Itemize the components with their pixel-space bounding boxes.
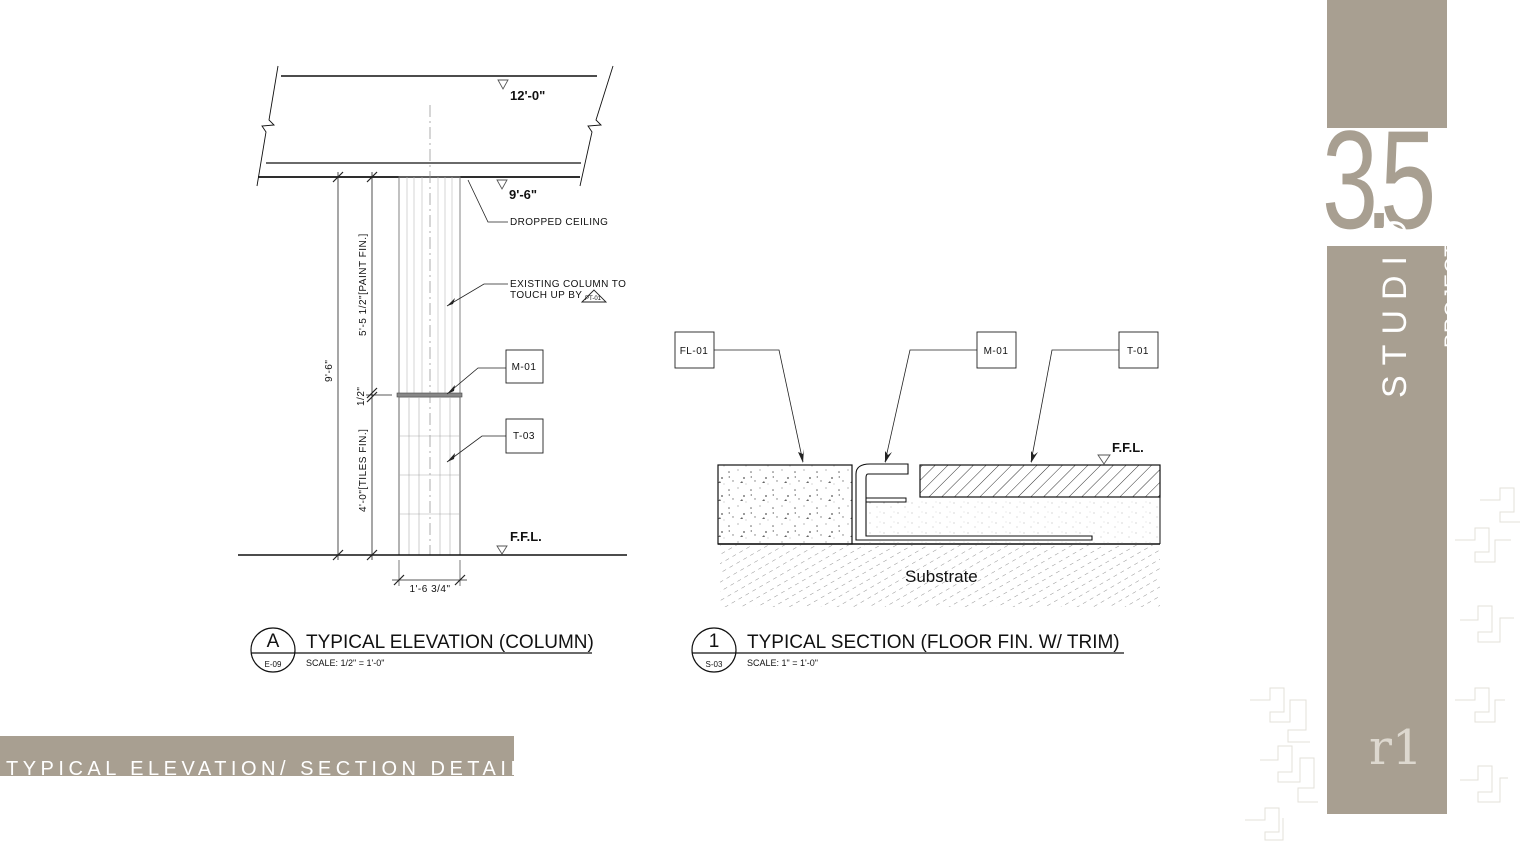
title-section: TYPICAL SECTION (FLOOR FIN. W/ TRIM) xyxy=(747,632,1120,653)
substrate-label: Substrate xyxy=(905,567,978,586)
dim-tick-total-bottom xyxy=(332,549,344,561)
finish-left-speckled xyxy=(717,464,853,545)
note-column-line1: EXISTING COLUMN TO xyxy=(510,279,626,290)
level-top-label: 12'-0" xyxy=(510,88,545,103)
tag-box-fl01 xyxy=(674,331,715,369)
note-column-line2: TOUCH UP BY xyxy=(510,290,582,301)
substrate-hatch xyxy=(720,545,1160,607)
dim-upper: 5'-5 1/2"[PAINT FIN.] xyxy=(358,233,369,336)
banner-text: TYPICAL ELEVATION/ SECTION DETAIL xyxy=(6,758,516,780)
column-tile-grid xyxy=(399,397,460,555)
column-upper-painted xyxy=(398,176,461,396)
leader-column xyxy=(446,283,508,307)
brand-sidebar-gap xyxy=(1327,128,1447,246)
scale-section: SCALE: 1" = 1'-0" xyxy=(747,658,818,668)
tag-m01-section: M-01 xyxy=(984,346,1009,357)
leader-tag-m01-arrow xyxy=(447,385,455,394)
tile-hatched xyxy=(919,464,1161,498)
level-ceiling-label: 9'-6" xyxy=(509,187,537,202)
leader-m01-section-arrow xyxy=(885,451,892,463)
metal-trim-inner xyxy=(866,497,907,503)
leader-column-arrow xyxy=(447,298,455,306)
dim-tick-width-right xyxy=(454,574,466,586)
banner-band xyxy=(0,736,514,776)
metal-trim-profile xyxy=(855,463,1093,541)
title-bubble-elevation xyxy=(250,627,296,673)
scale-elevation: SCALE: 1/2" = 1'-0" xyxy=(306,658,384,668)
title-sheet-elevation: E-09 xyxy=(265,660,282,669)
level-marker-floor xyxy=(496,545,508,555)
dim-total: 9'-6" xyxy=(324,360,335,382)
column-metal-trim xyxy=(396,392,463,398)
column-lower-tiled xyxy=(398,396,461,556)
tag-fl01: FL-01 xyxy=(680,346,709,357)
leader-fl01 xyxy=(714,349,804,463)
title-bubble-section xyxy=(691,627,737,673)
dim-joint: 1/2" xyxy=(356,387,367,406)
break-line-right xyxy=(579,65,614,187)
dim-tick-width-left xyxy=(393,574,405,586)
leader-tag-t03-arrow xyxy=(447,453,455,462)
elevation-drawing: 12'-0" 9'-6" F.F.L. DROPPED CEILING xyxy=(238,65,627,673)
dim-tick-total-top xyxy=(332,171,344,183)
dim-width: 1'-6 3/4" xyxy=(409,584,450,595)
decorative-key-pattern xyxy=(1245,487,1520,841)
column-upper-stripes xyxy=(406,177,453,395)
dim-tick-parts-bottom xyxy=(366,549,378,561)
section-drawing: Substrate F.F.L. FL-01 M-01 T-01 1 xyxy=(674,331,1161,673)
tag-box-t03 xyxy=(505,418,544,454)
break-line-left xyxy=(256,65,279,187)
level-floor-label: F.F.L. xyxy=(510,529,542,544)
dim-tick-parts-joint2 xyxy=(366,391,378,403)
brand-projects: PROJECTS xyxy=(1441,227,1464,348)
leader-t01-arrow xyxy=(1031,451,1038,463)
dim-lower: 4'-0"[TILES FIN.] xyxy=(358,429,369,512)
leader-tag-t03 xyxy=(446,435,506,463)
dim-tick-parts-top xyxy=(366,171,378,183)
level-marker-top xyxy=(497,79,509,90)
title-letter-elevation: A xyxy=(267,631,280,652)
title-elevation: TYPICAL ELEVATION (COLUMN) xyxy=(306,632,594,653)
title-sheet-section: S-03 xyxy=(706,660,723,669)
leader-m01-section xyxy=(884,349,977,463)
leader-fl01-arrow xyxy=(798,449,804,463)
tag-box-m01-section xyxy=(976,331,1017,369)
leader-tag-m01 xyxy=(446,367,506,395)
title-number-section: 1 xyxy=(709,631,720,652)
tag-m01: M-01 xyxy=(512,362,537,373)
level-marker-section xyxy=(1097,454,1111,465)
leader-ceiling xyxy=(467,179,508,223)
note-ceiling: DROPPED CEILING xyxy=(510,217,608,228)
level-marker-ceiling xyxy=(496,179,508,190)
brand-number: 3.5 xyxy=(1322,101,1436,258)
tag-t01: T-01 xyxy=(1127,346,1149,357)
dim-tick-parts-joint1 xyxy=(366,387,378,399)
tag-t03: T-03 xyxy=(513,431,535,442)
brand-studio: STUDIO xyxy=(1376,209,1414,398)
leader-t01 xyxy=(1030,349,1119,463)
finish-symbol-triangle xyxy=(580,289,608,303)
note-column-symbol: PT-01 xyxy=(585,296,602,302)
level-floor-section: F.F.L. xyxy=(1112,440,1144,455)
tag-box-m01 xyxy=(505,349,544,384)
brand-monogram: r1 xyxy=(1369,720,1423,776)
